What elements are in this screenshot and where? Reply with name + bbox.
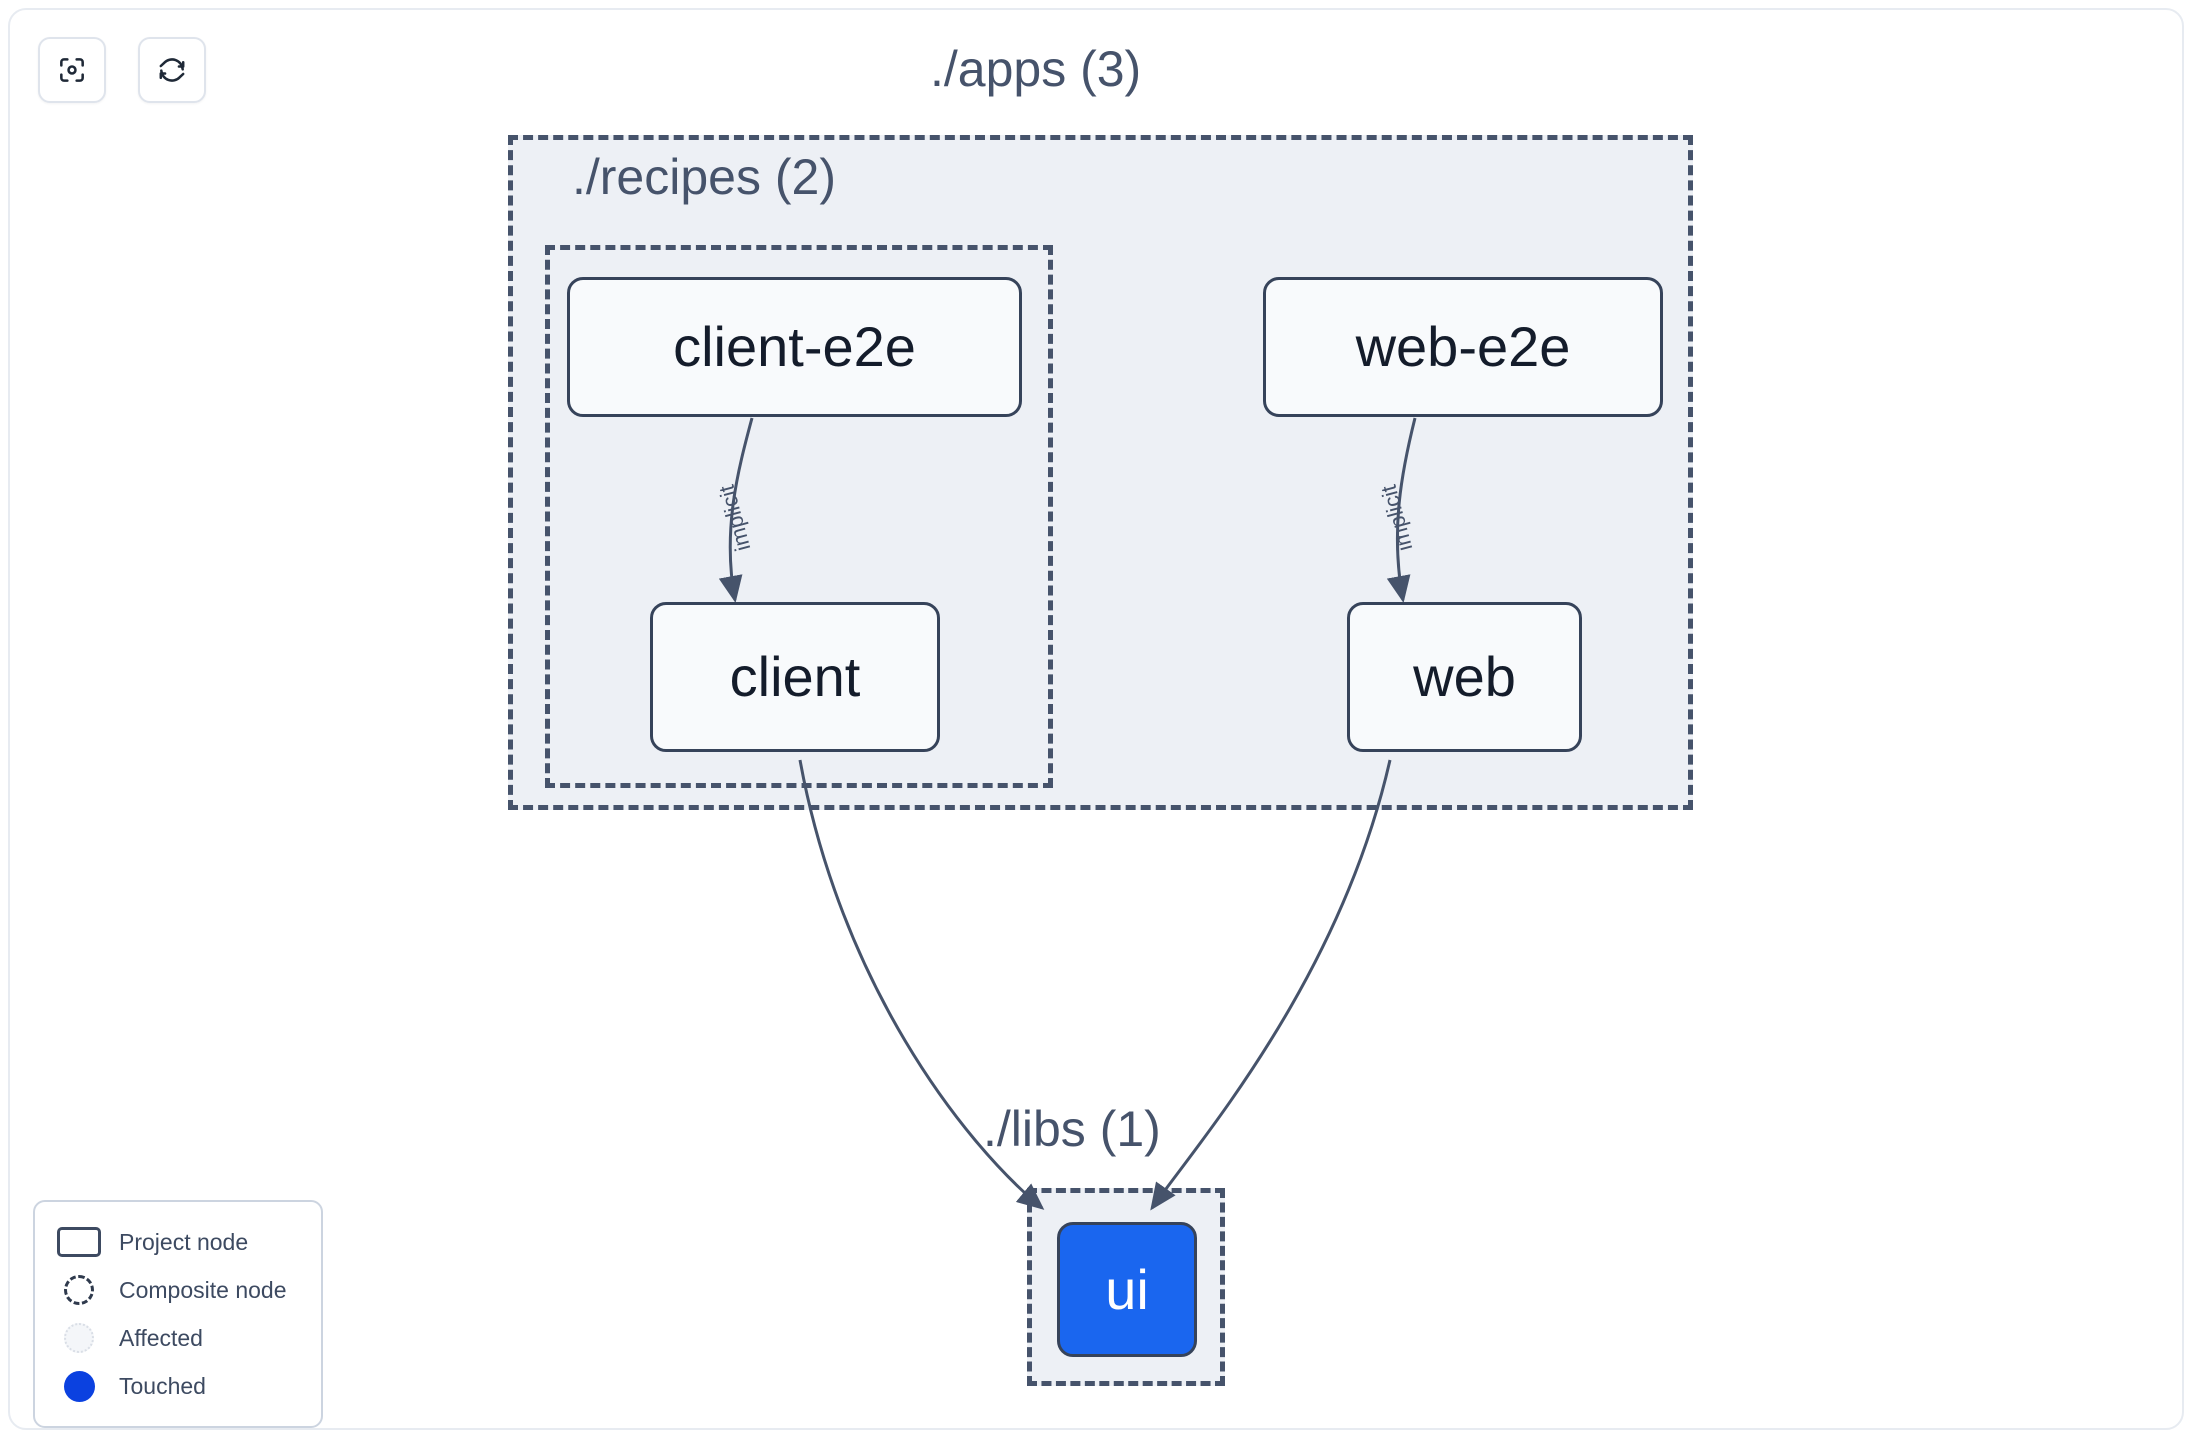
node-ui[interactable]: ui: [1057, 1222, 1197, 1357]
graph-legend: Project node Composite node Affected Tou…: [33, 1200, 323, 1428]
node-label-web-e2e: web-e2e: [1355, 315, 1571, 378]
focus-target-icon: [56, 54, 88, 86]
legend-item-composite-node: Composite node: [55, 1266, 303, 1314]
edge-web-e2e-to-web: [1386, 417, 1417, 603]
legend-label-touched: Touched: [119, 1372, 206, 1399]
affected-swatch-icon: [55, 1323, 103, 1353]
refresh-icon: [156, 54, 188, 86]
graph-toolbar: [38, 37, 206, 103]
touched-swatch-icon: [55, 1370, 103, 1402]
group-label-apps: ./apps (3): [930, 41, 1142, 97]
edge-web-to-ui: [1150, 759, 1392, 1211]
legend-item-touched: Touched: [55, 1362, 303, 1410]
edge-client-e2e-to-client: [718, 417, 754, 603]
project-node-swatch-icon: [55, 1227, 103, 1257]
refresh-graph-button[interactable]: [138, 37, 206, 103]
node-web[interactable]: web: [1347, 602, 1582, 752]
node-label-client: client: [729, 645, 861, 708]
legend-item-project-node: Project node: [55, 1218, 303, 1266]
legend-item-affected: Affected: [55, 1314, 303, 1362]
group-label-libs: ./libs (1): [983, 1101, 1161, 1157]
node-label-client-e2e: client-e2e: [673, 315, 916, 378]
edge-client-to-ui: [798, 759, 1045, 1210]
legend-label-composite-node: Composite node: [119, 1276, 287, 1303]
composite-node-swatch-icon: [55, 1275, 103, 1305]
node-label-web: web: [1413, 645, 1516, 708]
legend-label-project-node: Project node: [119, 1228, 249, 1255]
focus-graph-button[interactable]: [38, 37, 106, 103]
group-label-recipes: ./recipes (2): [572, 149, 836, 205]
legend-label-affected: Affected: [119, 1324, 203, 1351]
node-client[interactable]: client: [650, 602, 940, 752]
node-label-ui: ui: [1105, 1257, 1149, 1321]
node-web-e2e[interactable]: web-e2e: [1263, 277, 1663, 417]
node-client-e2e[interactable]: client-e2e: [567, 277, 1022, 417]
